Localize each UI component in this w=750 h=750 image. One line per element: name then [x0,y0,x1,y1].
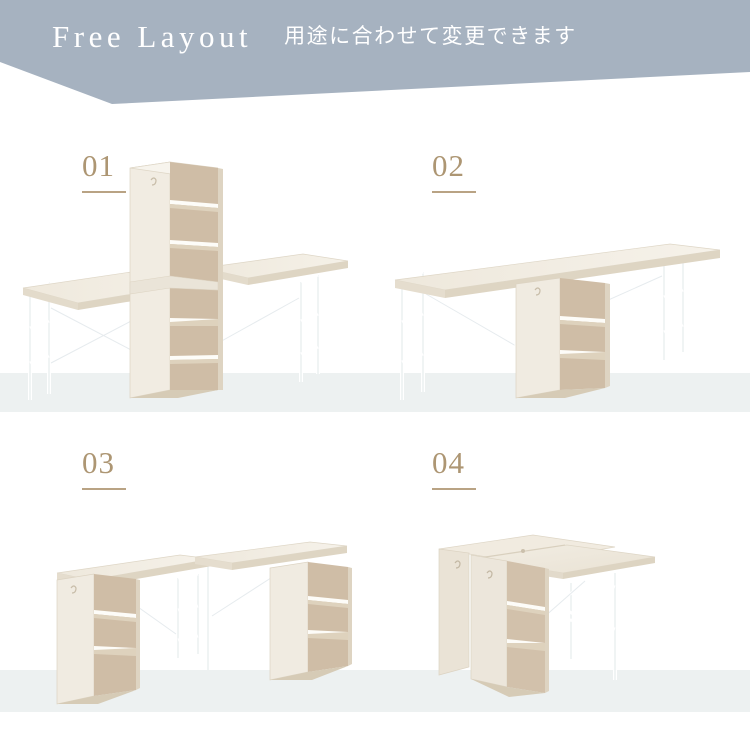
panel-03-number: 03 [82,445,115,480]
furniture-illustration-02 [390,222,721,417]
page-subtitle: 用途に合わせて変更できます [284,23,577,48]
panel-01-number-label: 01 [82,150,126,193]
layout-panel-04: 04 [375,425,750,725]
layout-panel-02: 02 [375,130,750,430]
panel-01-number: 01 [82,148,115,183]
page-header-banner: Free Layout 用途に合わせて変更できます [0,0,750,110]
panel-01-number-rule [82,191,126,193]
page-title: Free Layout [52,18,253,54]
layout-panels-grid: 01 [0,110,750,750]
banner-text-group: Free Layout 用途に合わせて変更できます [0,0,750,72]
layout-panel-01: 01 [0,130,375,430]
furniture-illustration-01 [18,158,349,423]
panel-03-number-label: 03 [82,447,126,490]
furniture-illustration-03 [52,530,352,715]
floor-band-row-1 [0,373,750,412]
panel-04-number-rule [432,488,476,490]
panel-03-number-rule [82,488,126,490]
panel-02-number-label: 02 [432,150,476,193]
panel-04-number-label: 04 [432,447,476,490]
layout-panel-03: 03 [0,425,375,725]
panel-02-number-rule [432,191,476,193]
panel-04-number: 04 [432,445,465,480]
furniture-illustration-04 [415,525,685,715]
panel-02-number: 02 [432,148,465,183]
